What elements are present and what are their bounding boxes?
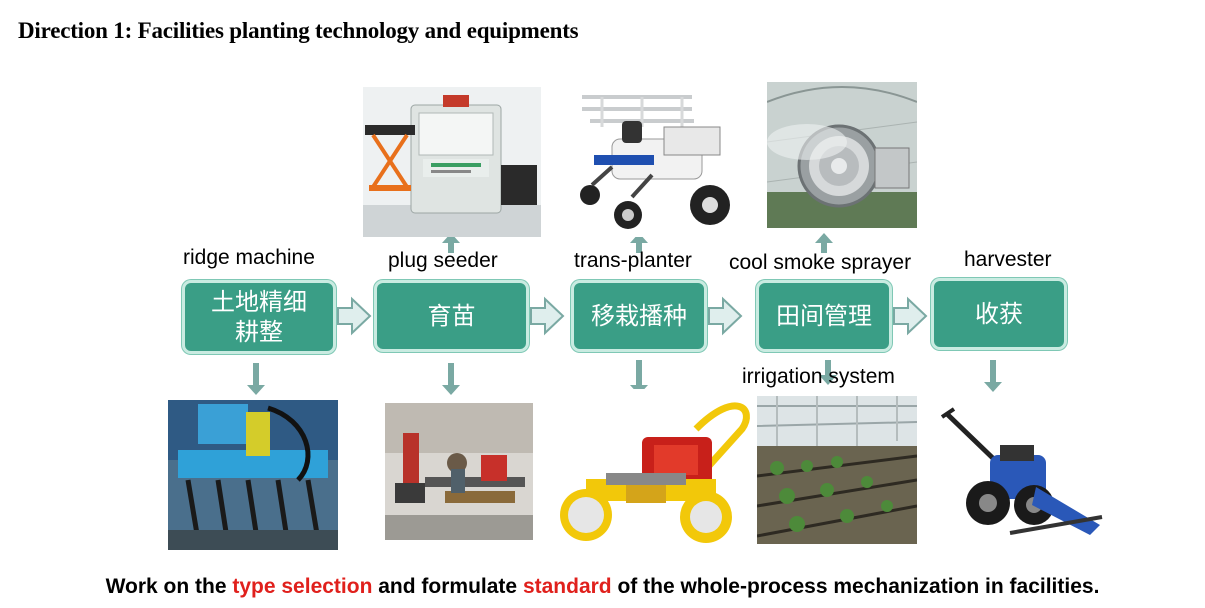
arrow-down-4 [819, 360, 837, 385]
arrow-right-1 [337, 296, 372, 336]
step-transplanting: 移栽播种 [571, 280, 707, 352]
arrow-up-2 [630, 233, 648, 253]
footer-text-1: Work on the [105, 575, 233, 598]
step-field-management: 田间管理 [756, 280, 892, 352]
arrow-right-2 [530, 296, 565, 336]
footer-highlight-standard: standard [522, 575, 612, 598]
step-seedling: 育苗 [374, 280, 529, 352]
arrow-right-4 [893, 296, 928, 336]
arrow-up-1 [442, 233, 460, 253]
irrigation-greenhouse-photo [757, 396, 917, 544]
label-cool-smoke-sprayer: cool smoke sprayer [729, 251, 912, 274]
label-trans-planter: trans-planter [574, 249, 692, 272]
seeder-machine-photo [363, 87, 541, 237]
footer-highlight-type-selection: type selection [232, 575, 373, 598]
footer-text-3: of the whole-process mechanization in fa… [611, 575, 1100, 598]
arrow-down-2 [442, 363, 460, 395]
step-label: 田间管理 [776, 302, 872, 330]
harvester-photo [940, 405, 1106, 551]
step-label: 收获 [975, 300, 1023, 328]
label-irrigation-system: irrigation system [742, 365, 895, 388]
plug-seeder-line-photo [385, 403, 533, 540]
label-harvester: harvester [964, 248, 1052, 271]
step-label: 移栽播种 [591, 302, 687, 330]
arrow-down-3 [630, 360, 648, 395]
label-plug-seeder: plug seeder [388, 249, 498, 272]
step-harvest: 收获 [931, 278, 1067, 350]
footer-statement: Work on the type selection and formulate… [0, 575, 1205, 599]
planter-photo [546, 389, 752, 547]
ridge-machine-photo [168, 400, 338, 550]
step-label: 育苗 [427, 302, 476, 330]
label-ridge-machine: ridge machine [183, 246, 315, 269]
fog-sprayer-photo [767, 82, 917, 228]
arrow-right-3 [708, 296, 743, 336]
step-land-preparation: 土地精细 耕整 [182, 280, 336, 354]
arrow-down-5 [984, 360, 1002, 392]
step-label-line1: 土地精细 [211, 288, 307, 316]
page-title: Direction 1: Facilities planting technol… [18, 18, 579, 43]
arrow-up-3 [815, 233, 833, 253]
arrow-down-1 [247, 363, 265, 395]
transplanter-photo [572, 87, 732, 237]
step-label-line2: 耕整 [235, 318, 283, 346]
footer-text-2: and formulate [372, 575, 523, 598]
